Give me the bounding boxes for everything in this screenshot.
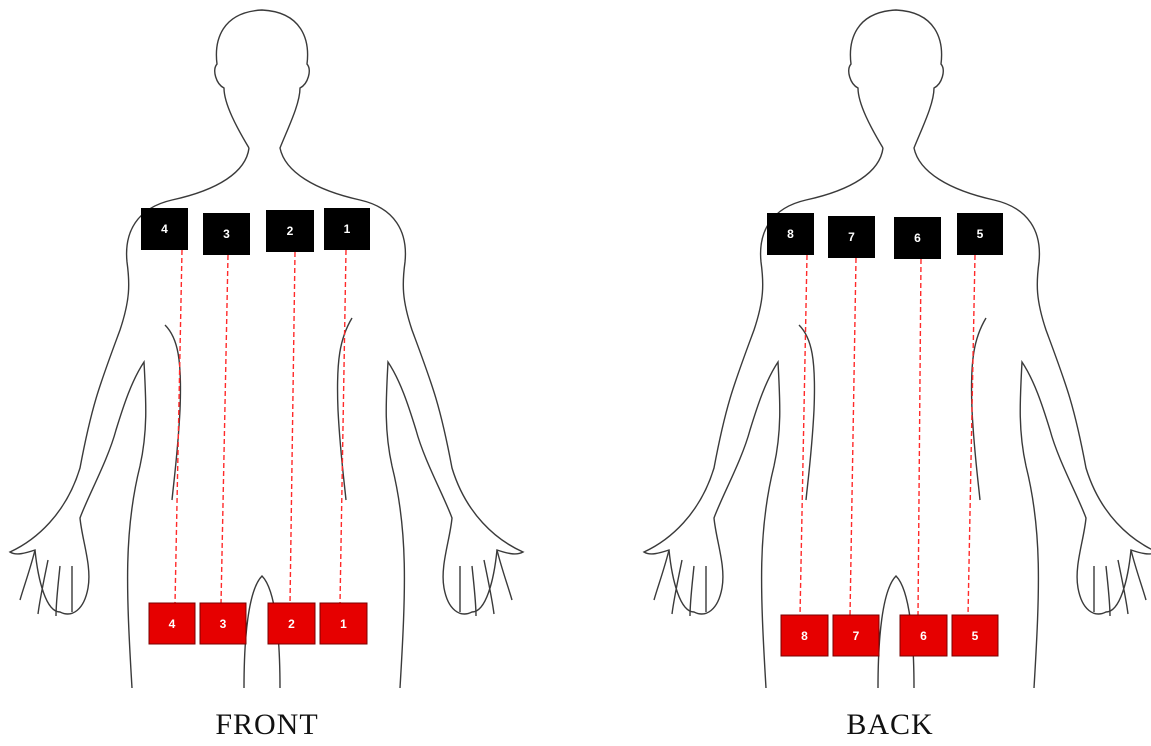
front-bottom-marker-label: 4 (169, 617, 176, 631)
back-bottom-marker-5: 5 (952, 615, 998, 656)
front-body-outline (10, 10, 523, 688)
back-bottom-marker-label: 7 (853, 629, 860, 643)
front-bottom-marker-4: 4 (149, 603, 195, 644)
front-top-marker-1: 1 (324, 208, 370, 250)
front-bottom-marker-label: 1 (340, 617, 347, 631)
back-top-marker-5: 5 (957, 213, 1003, 255)
back-bottom-marker-7: 7 (833, 615, 879, 656)
back-top-marker-label: 6 (914, 231, 921, 245)
connector-2 (290, 252, 295, 604)
back-top-marker-6: 6 (894, 217, 941, 259)
back-top-marker-label: 7 (848, 230, 855, 244)
front-bottom-marker-label: 3 (220, 617, 227, 631)
back-top-marker-label: 5 (977, 227, 984, 241)
connector-3 (221, 255, 228, 604)
back-connectors (800, 255, 975, 616)
front-top-marker-label: 4 (161, 222, 168, 236)
back-bottom-marker-6: 6 (900, 615, 947, 656)
front-bottom-marker-1: 1 (320, 603, 367, 644)
connector-1 (340, 250, 346, 604)
connector-7 (850, 258, 856, 616)
front-top-marker-4: 4 (141, 208, 188, 250)
back-top-marker-7: 7 (828, 216, 875, 258)
back-bottom-marker-label: 6 (920, 629, 927, 643)
front-bottom-marker-label: 2 (288, 617, 295, 631)
front-top-marker-2: 2 (266, 210, 314, 252)
back-bottom-marker-8: 8 (781, 615, 828, 656)
front-bottom-marker-2: 2 (268, 603, 315, 644)
front-bottom-marker-3: 3 (200, 603, 246, 644)
connector-8 (800, 255, 807, 616)
connector-4 (175, 250, 182, 604)
front-top-marker-3: 3 (203, 213, 250, 255)
connector-6 (918, 259, 921, 616)
front-top-marker-label: 2 (287, 224, 294, 238)
back-bottom-marker-label: 5 (972, 629, 979, 643)
front-top-marker-label: 3 (223, 227, 230, 241)
back-top-marker-8: 8 (767, 213, 814, 255)
front-caption: FRONT (117, 708, 417, 742)
back-bottom-marker-label: 8 (801, 629, 808, 643)
back-caption: BACK (740, 708, 1040, 742)
front-top-marker-label: 1 (344, 222, 351, 236)
front-connectors (175, 250, 346, 604)
back-body-outline (644, 10, 1151, 688)
back-top-marker-label: 8 (787, 227, 794, 241)
